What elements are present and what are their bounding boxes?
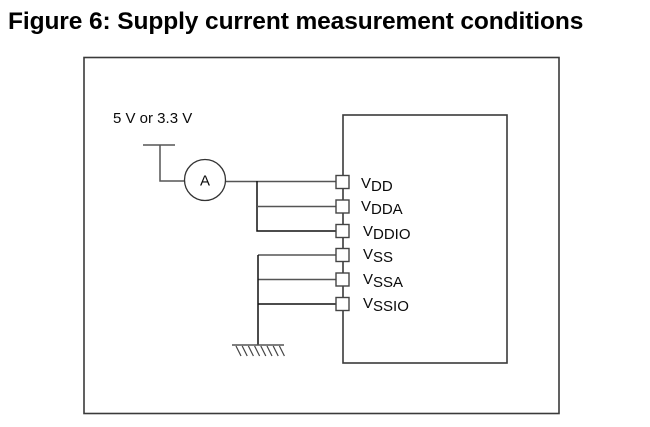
figure-title: Figure 6: Supply current measurement con… [8, 8, 584, 35]
pin-label-vdd: VDD [361, 175, 393, 195]
pin-label-subscript: SSA [373, 274, 403, 291]
supply-wire [159, 145, 184, 182]
ammeter-icon: A [183, 158, 227, 202]
ground-hatch [241, 345, 248, 357]
pin-label-vssa: VSSA [363, 271, 403, 291]
pin-label-vddio: VDDIO [363, 223, 411, 243]
pin-vss [335, 247, 350, 263]
pin-vdda [335, 199, 350, 214]
pin-label-subscript: SSIO [373, 298, 409, 315]
ground-hatch [272, 345, 279, 357]
supply-voltage-label: 5 V or 3.3 V [113, 110, 192, 127]
pin-label-vdda: VDDA [361, 198, 403, 218]
pin-label-main: V [363, 295, 373, 312]
pin-label-vssio: VSSIO [363, 295, 409, 315]
ground-icon [232, 344, 285, 357]
figure-frame [83, 56, 560, 415]
pin-label-main: V [363, 223, 373, 240]
pin-label-vss: VSS [363, 246, 393, 266]
ground-hatch [235, 345, 242, 357]
pin-label-subscript: DD [371, 178, 393, 195]
pin-label-main: V [363, 271, 373, 288]
pin-label-subscript: SS [373, 249, 393, 266]
pin-label-main: V [361, 198, 371, 215]
mcu-chip [342, 114, 508, 364]
ground-hatch [247, 345, 254, 357]
pin-label-subscript: DDA [371, 201, 403, 218]
pin-label-subscript: DDIO [373, 226, 411, 243]
supply-bus [256, 181, 336, 232]
pin-vssio [335, 296, 350, 312]
pin-label-main: V [363, 246, 373, 263]
pin-label-main: V [361, 175, 371, 192]
pin-vssa [335, 272, 350, 287]
ground-hatch [260, 345, 267, 357]
ground-hatch [254, 345, 261, 357]
pin-vddio [335, 223, 350, 239]
pin-vdd [335, 174, 350, 190]
ground-hatch [278, 345, 285, 357]
ammeter-label: A [200, 173, 210, 190]
ground-hatch [266, 345, 273, 357]
